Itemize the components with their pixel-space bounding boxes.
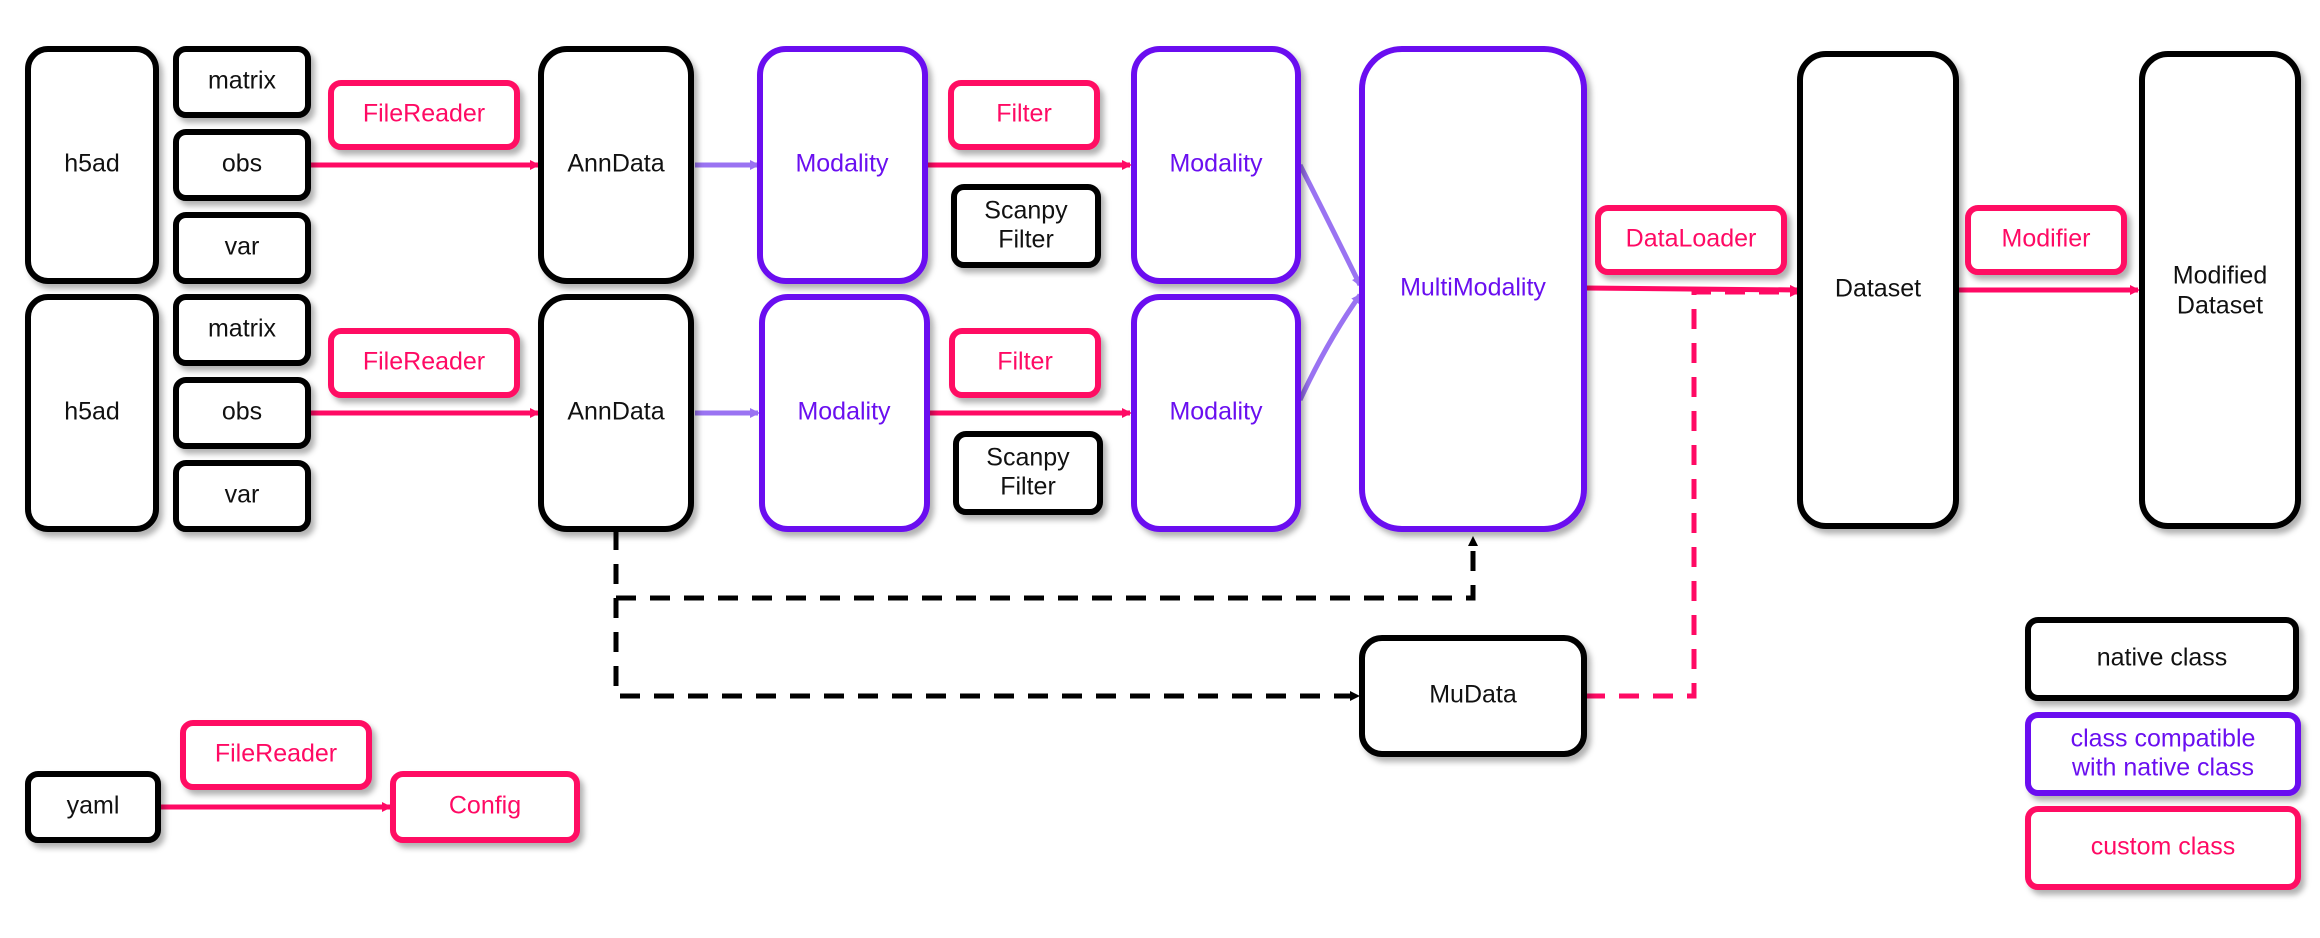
modality-node-1b: Modality bbox=[1131, 46, 1301, 284]
multimodality-node: MultiModality bbox=[1359, 46, 1587, 532]
modified-dataset-label-line1: Modified bbox=[2173, 262, 2268, 290]
obs-label-1: obs bbox=[222, 150, 262, 178]
matrix-label-1: matrix bbox=[208, 67, 277, 95]
modality-label-2a: Modality bbox=[797, 398, 891, 426]
filereader-node-1: FileReader bbox=[328, 80, 520, 150]
legend-custom-label: custom class bbox=[2091, 833, 2235, 861]
legend: native class class compatible with nativ… bbox=[2025, 617, 2301, 890]
legend-compatible-class: class compatible with native class bbox=[2025, 712, 2301, 796]
var-label-2: var bbox=[225, 481, 260, 509]
scanpy-filter-label-2-line1: Scanpy bbox=[986, 444, 1070, 472]
edge-modality2b-to-multimodality bbox=[1297, 293, 1363, 402]
edge-modality1b-to-multimodality bbox=[1297, 163, 1363, 287]
filereader-node-2: FileReader bbox=[328, 328, 520, 398]
modified-dataset-label-line2: Dataset bbox=[2177, 292, 2263, 320]
scanpy-filter-label-1-line1: Scanpy bbox=[984, 197, 1068, 225]
filter-label-2: Filter bbox=[997, 348, 1053, 376]
filereader-label-2: FileReader bbox=[363, 348, 485, 376]
modifier-label: Modifier bbox=[2002, 225, 2091, 253]
h5ad-node-1: h5ad bbox=[25, 46, 159, 284]
modality-label-2b: Modality bbox=[1169, 398, 1263, 426]
dataset-node: Dataset bbox=[1797, 51, 1959, 529]
dataset-label: Dataset bbox=[1835, 275, 1921, 303]
edge-mudata-to-dataloader-dashed bbox=[1585, 287, 1800, 699]
legend-native-label: native class bbox=[2097, 644, 2228, 672]
modality-label-1b: Modality bbox=[1169, 150, 1263, 178]
var-label-1: var bbox=[225, 233, 260, 261]
config-node: Config bbox=[390, 771, 580, 843]
modality-node-2a: Modality bbox=[759, 294, 930, 532]
modality-node-2b: Modality bbox=[1131, 294, 1301, 532]
matrix-label-2: matrix bbox=[208, 315, 277, 343]
scanpy-filter-node-2: Scanpy Filter bbox=[953, 431, 1103, 515]
dataloader-node: DataLoader bbox=[1595, 205, 1787, 275]
edges bbox=[158, 160, 2140, 812]
legend-compatible-label-line1: class compatible bbox=[2071, 725, 2256, 753]
mudata-node: MuData bbox=[1359, 635, 1587, 757]
filereader-label-1: FileReader bbox=[363, 100, 485, 128]
legend-native-class: native class bbox=[2025, 617, 2299, 701]
modified-dataset-node: Modified Dataset bbox=[2139, 51, 2301, 529]
matrix-node-1: matrix bbox=[173, 46, 311, 118]
filter-label-1: Filter bbox=[996, 100, 1052, 128]
filter-node-1: Filter bbox=[948, 80, 1100, 150]
modality-label-1a: Modality bbox=[795, 150, 889, 178]
scanpy-filter-label-1-line2: Filter bbox=[998, 226, 1054, 254]
nodes: h5ad matrix obs var FileReader AnnData M… bbox=[25, 46, 2301, 843]
yaml-node: yaml bbox=[25, 771, 161, 843]
yaml-label: yaml bbox=[67, 792, 120, 820]
anndata-label-2: AnnData bbox=[567, 398, 664, 426]
anndata-node-2: AnnData bbox=[538, 294, 694, 532]
legend-compatible-label-line2: with native class bbox=[2071, 754, 2254, 782]
config-label: Config bbox=[449, 792, 521, 820]
mudata-label: MuData bbox=[1429, 681, 1517, 709]
obs-node-1: obs bbox=[173, 129, 311, 201]
obs-node-2: obs bbox=[173, 377, 311, 449]
scanpy-filter-node-1: Scanpy Filter bbox=[951, 184, 1101, 268]
filter-node-2: Filter bbox=[949, 328, 1101, 398]
anndata-node-1: AnnData bbox=[538, 46, 694, 284]
h5ad-label-1: h5ad bbox=[64, 150, 120, 178]
obs-label-2: obs bbox=[222, 398, 262, 426]
modifier-node: Modifier bbox=[1965, 205, 2127, 275]
anndata-label-1: AnnData bbox=[567, 150, 664, 178]
dataloader-label: DataLoader bbox=[1626, 225, 1757, 253]
h5ad-label-2: h5ad bbox=[64, 398, 120, 426]
modality-node-1a: Modality bbox=[757, 46, 928, 284]
edge-anndata-to-mudata-dashed bbox=[613, 598, 1360, 701]
scanpy-filter-label-2-line2: Filter bbox=[1000, 473, 1056, 501]
filereader-node-3: FileReader bbox=[180, 720, 372, 790]
filereader-label-3: FileReader bbox=[215, 740, 337, 768]
var-node-1: var bbox=[173, 212, 311, 284]
multimodality-label: MultiModality bbox=[1400, 274, 1546, 302]
matrix-node-2: matrix bbox=[173, 294, 311, 366]
h5ad-node-2: h5ad bbox=[25, 294, 159, 532]
var-node-2: var bbox=[173, 460, 311, 532]
edge-anndata-to-multimodality-dashed bbox=[613, 530, 1478, 601]
legend-custom-class: custom class bbox=[2025, 806, 2301, 890]
